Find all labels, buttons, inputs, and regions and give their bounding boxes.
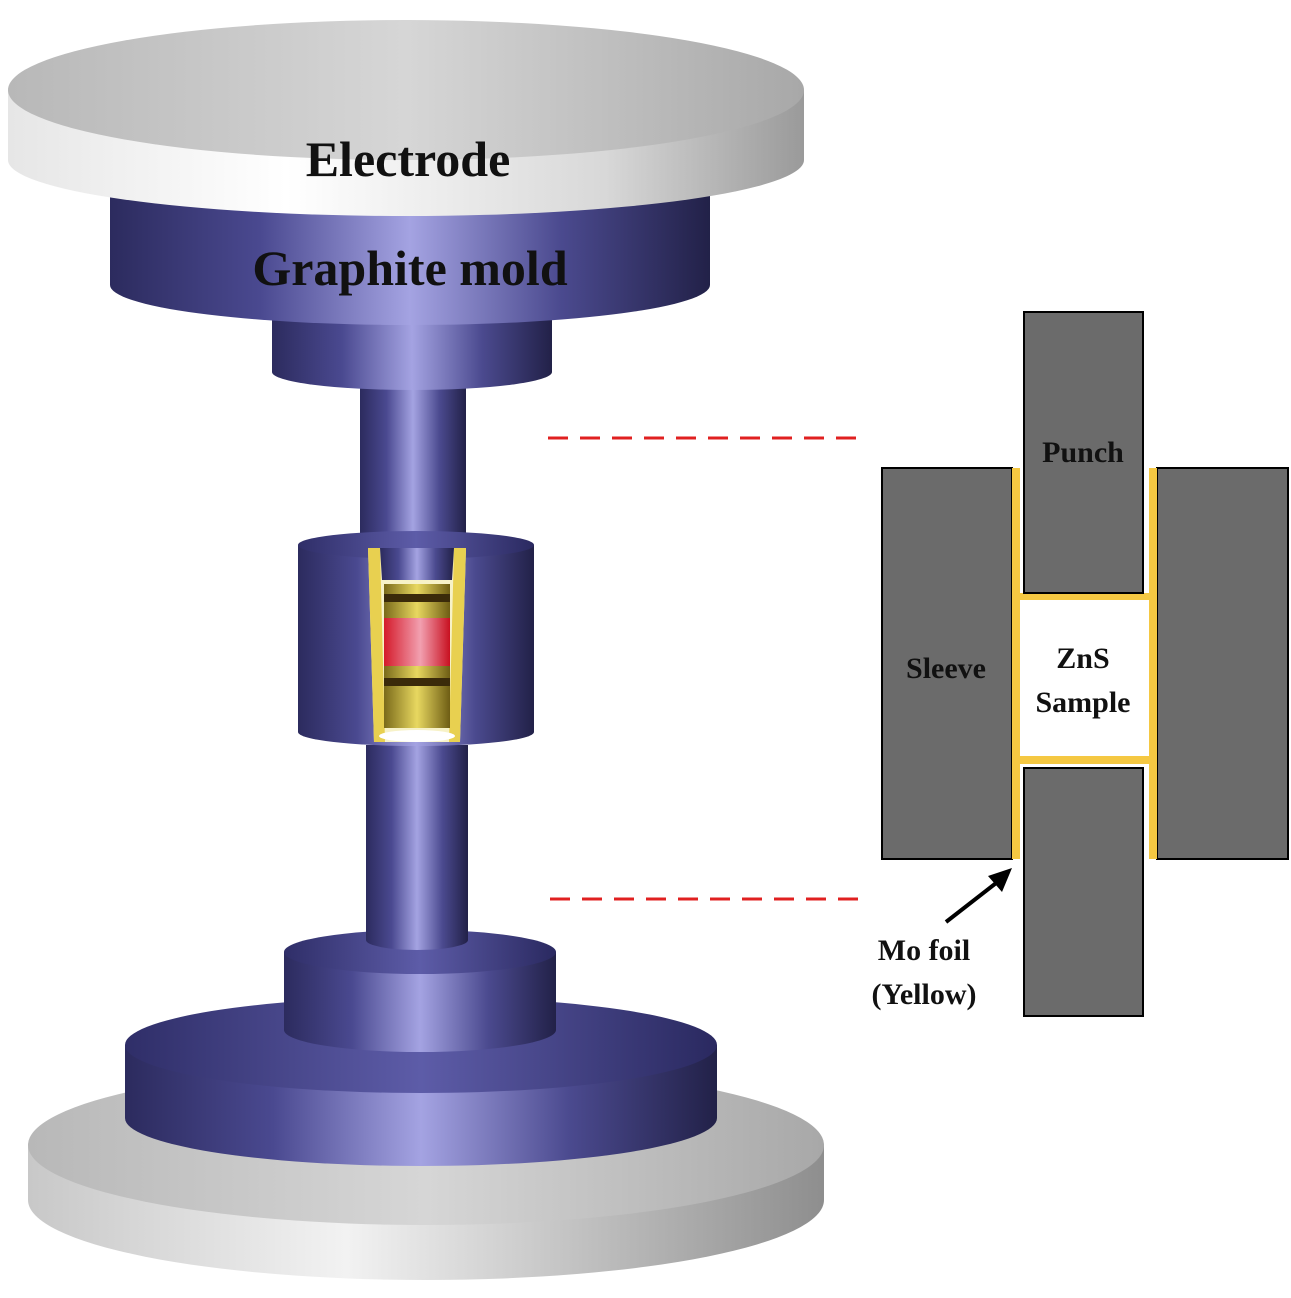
sample-label-line2: Sample [1035,686,1130,719]
mo-foil-label-line2: (Yellow) [872,978,977,1011]
mo-foil-right [1149,468,1157,859]
mo-foil-label-line1: Mo foil [878,934,970,967]
punch-label: Punch [1042,436,1124,469]
mo-foil-bottom [1020,756,1149,764]
upper-punch-rod [360,378,466,558]
sample-label-line1: ZnS [1056,642,1109,675]
lower-graphite-spacer [284,930,556,1052]
upper-punch [1023,311,1144,594]
graphite-mold-label: Graphite mold [252,240,567,296]
cross-section: Punch Sleeve ZnS Sample Mo foil (Yellow) [872,311,1289,1017]
sample-region [1020,600,1149,763]
sleeve-left [881,467,1013,860]
mo-foil-arrow [944,868,1012,924]
electrode-label: Electrode [306,131,511,187]
lower-punch-rod [366,745,468,950]
lower-punch [1023,767,1144,1017]
sleeve-label: Sleeve [906,652,986,685]
mold-sleeve [298,531,534,746]
mo-foil-top [1020,593,1149,600]
sample-pellet [384,618,450,666]
sps-apparatus: Electrode Graphite mold [8,20,824,1280]
mo-foil-left [1012,468,1020,859]
top-electrode [8,20,804,216]
upper-graphite-block [110,190,710,325]
sleeve-right [1156,467,1289,860]
